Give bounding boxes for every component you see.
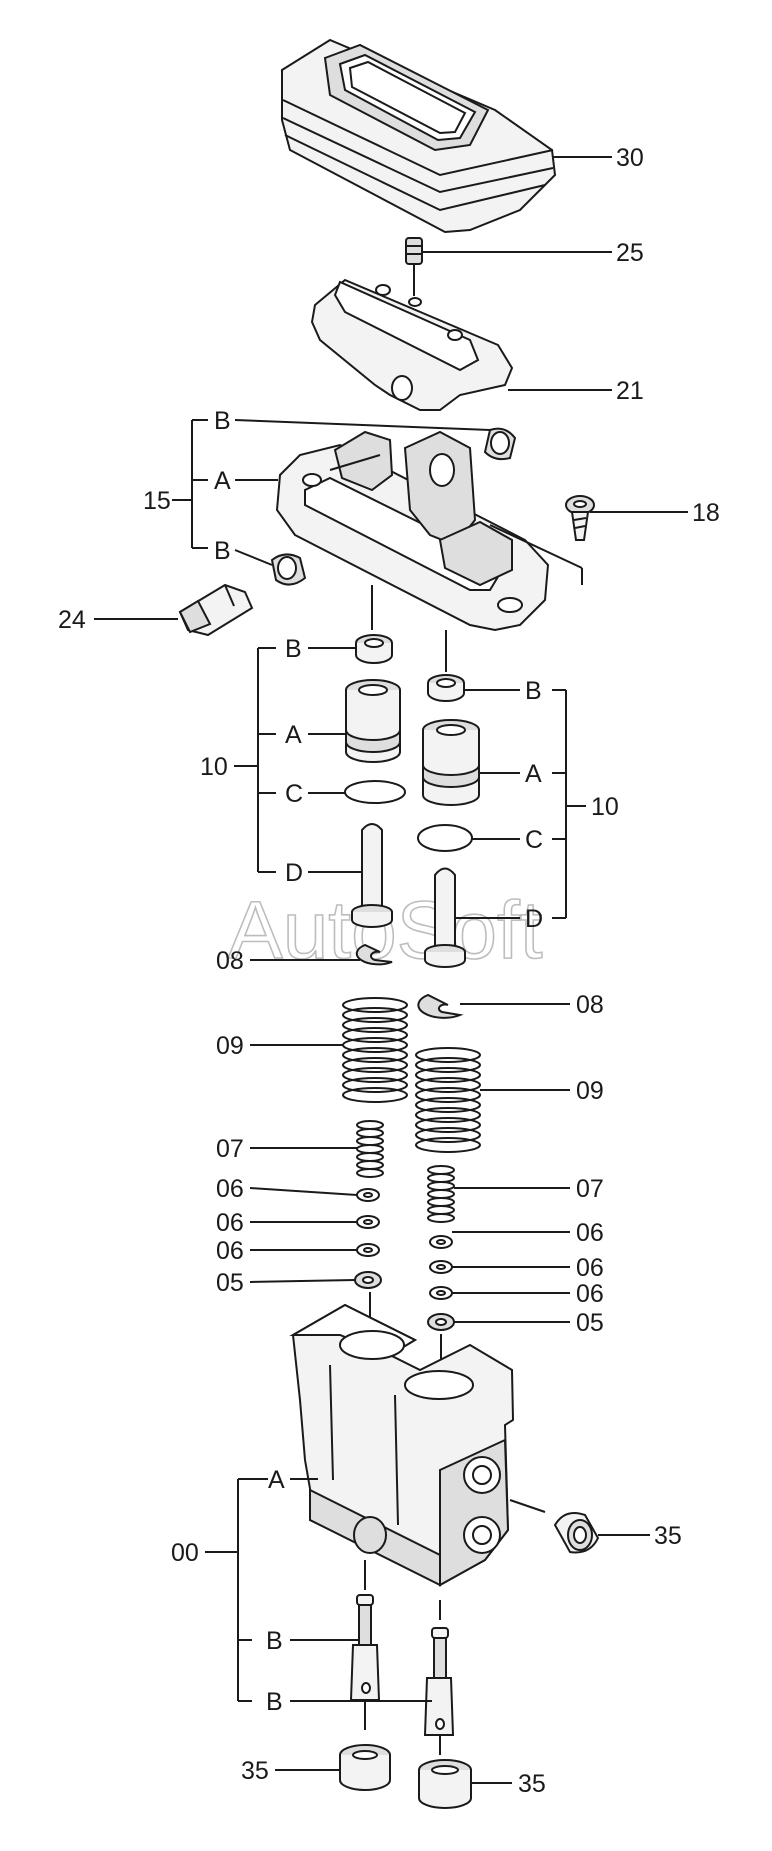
callout-10-left-b: B [285, 635, 302, 663]
part-00-left-pilot-pin [349, 1560, 381, 1730]
part-25-set-screw [405, 237, 423, 296]
callout-08-left: 08 [216, 947, 244, 975]
part-35-bottom-left-plug [339, 1744, 391, 1791]
callout-30: 30 [616, 144, 644, 172]
callout-00-a: A [268, 1466, 285, 1494]
callout-10-right-b: B [525, 677, 542, 705]
callout-10-left: 10 [200, 753, 228, 781]
callout-10-left-c: C [285, 780, 303, 808]
callout-24: 24 [58, 606, 86, 634]
callout-10-right: 10 [591, 793, 619, 821]
callout-05-left: 05 [216, 1269, 244, 1297]
callout-09-right: 09 [576, 1077, 604, 1105]
part-10-right-plunger-stack [415, 630, 481, 1360]
part-15-bracket-assembly [270, 427, 583, 632]
callout-35-right: 35 [654, 1522, 682, 1550]
callout-06-right-1: 06 [576, 1219, 604, 1247]
callout-08-right: 08 [576, 991, 604, 1019]
part-35-right-plug [553, 1512, 600, 1554]
callout-00: 00 [171, 1539, 199, 1567]
leader-lines [94, 156, 688, 1784]
callout-07-left: 07 [216, 1135, 244, 1163]
callout-15-b-upper: B [214, 407, 231, 435]
callout-25: 25 [616, 239, 644, 267]
callout-15-a: A [214, 467, 231, 495]
part-00-valve-body [289, 1303, 546, 1587]
callout-00-b-upper: B [266, 1627, 283, 1655]
part-35-bottom-right-plug [418, 1759, 472, 1809]
callout-21: 21 [616, 377, 644, 405]
callout-labels: 30 25 21 15 B A B 18 24 10 B A C D 10 B … [58, 144, 720, 1798]
part-24-pin [178, 583, 254, 637]
part-30-rubber-boot [281, 38, 557, 234]
callout-06-left-3: 06 [216, 1237, 244, 1265]
callout-35-bottom-left: 35 [241, 1757, 269, 1785]
callout-15: 15 [143, 487, 171, 515]
part-18-bolt [565, 495, 595, 541]
callout-09-left: 09 [216, 1032, 244, 1060]
callout-10-right-d: D [525, 905, 543, 933]
callout-10-left-d: D [285, 859, 303, 887]
callout-10-left-a: A [285, 721, 302, 749]
callout-18: 18 [692, 499, 720, 527]
part-00-right-pilot-pin [423, 1600, 455, 1755]
callout-05-right: 05 [576, 1309, 604, 1337]
callout-35-bottom-right: 35 [518, 1770, 546, 1798]
callout-06-left-2: 06 [216, 1209, 244, 1237]
callout-10-right-a: A [525, 760, 542, 788]
part-21-plate [310, 278, 514, 411]
callout-06-right-3: 06 [576, 1280, 604, 1308]
callout-06-right-2: 06 [576, 1254, 604, 1282]
callout-06-left-1: 06 [216, 1175, 244, 1203]
callout-00-b-lower: B [266, 1688, 283, 1716]
callout-15-b-lower: B [214, 537, 231, 565]
callout-10-right-c: C [525, 826, 543, 854]
callout-07-right: 07 [576, 1175, 604, 1203]
part-10-left-plunger-stack [342, 585, 408, 1330]
